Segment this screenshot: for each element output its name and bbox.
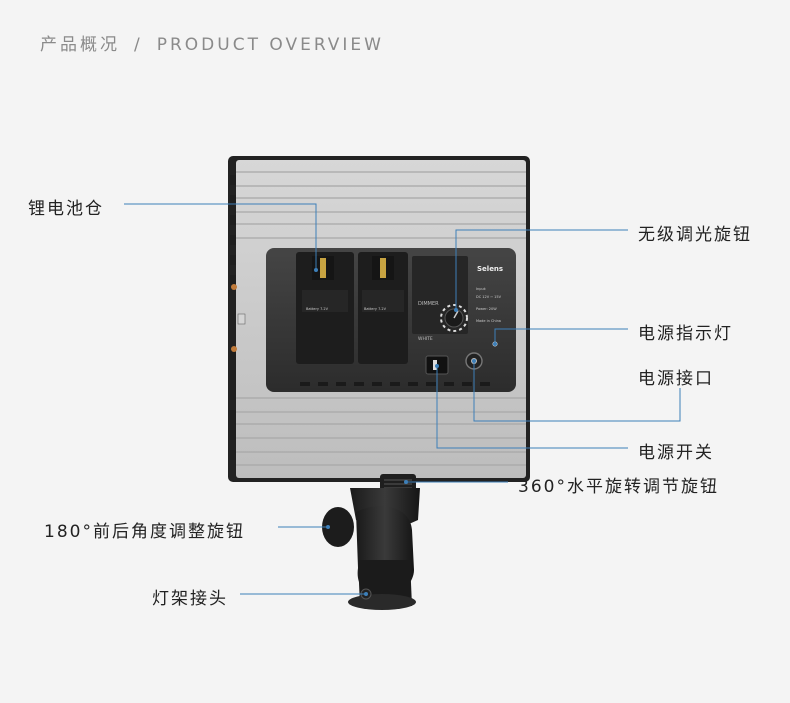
tilt-knob[interactable] [322, 507, 354, 547]
label-power-port: 电源接口 [638, 369, 714, 389]
label-dimmer-knob: 无级调光旋钮 [638, 225, 752, 245]
label-stand-adapter: 灯架接头 [152, 589, 228, 609]
dc-print: DC 12V ⎓ 15V [476, 295, 502, 299]
battery-1-print: Battery 7.2V [306, 307, 329, 311]
dimmer-knob[interactable] [440, 304, 468, 332]
label-power-switch: 电源开关 [638, 443, 714, 463]
white-print: WHITE [418, 336, 433, 342]
battery-slot-2 [358, 252, 408, 364]
label-battery-compartment: 锂电池仓 [28, 199, 104, 219]
leader-port [473, 361, 681, 422]
battery-slot-1 [296, 252, 354, 364]
brand-logo: Selens [477, 265, 503, 273]
light-panel [228, 156, 530, 482]
leader-dimmer [455, 229, 628, 310]
input-print: Input: [476, 287, 486, 291]
battery-2-print: Battery 7.2V [364, 307, 387, 311]
page-header: 产品概况 / PRODUCT OVERVIEW [40, 30, 384, 55]
label-power-indicator: 电源指示灯 [638, 324, 733, 344]
made-print: Made in China [476, 319, 501, 323]
mount-bracket [322, 474, 420, 610]
header-cn: 产品概况 [40, 35, 120, 55]
header-en: PRODUCT OVERVIEW [156, 35, 384, 55]
leader-battery [124, 203, 317, 270]
dimmer-print: DIMMER [418, 301, 439, 307]
label-tilt-180: 180°前后角度调整旋钮 [44, 522, 245, 542]
header-separator: / [134, 35, 143, 55]
label-rotation-360: 360°水平旋转调节旋钮 [518, 477, 719, 497]
leader-indicator [494, 328, 628, 344]
leader-switch [436, 366, 628, 449]
leader-lines [124, 203, 681, 596]
power-print: Power: 20W [476, 307, 497, 311]
